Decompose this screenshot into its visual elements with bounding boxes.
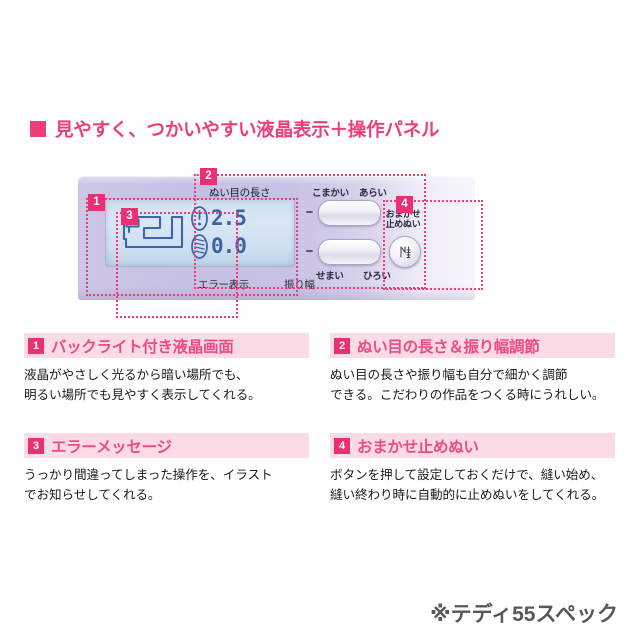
feature-body-3-line1: うっかり間違ってしまった操作を、イラスト [24, 468, 273, 482]
length-button-dash-icon [306, 211, 313, 213]
stitch-length-icon [191, 206, 208, 231]
page-heading: 見やすく、つかいやすい液晶表示＋操作パネル [30, 116, 440, 142]
feature-body-2-line1: ぬい目の長さや振り幅も自分で細かく調節 [330, 368, 568, 382]
lcd-stitch-length-readout: 2.5 [190, 205, 286, 232]
page-title: 見やすく、つかいやすい液晶表示＋操作パネル [55, 119, 440, 140]
feature-item-1: 1 バックライト付き液晶画面 液晶がやさしく光るから暗い場所でも、 明るい場所で… [24, 333, 309, 406]
lcd-stitch-width-readout: 0.0 [190, 233, 286, 260]
feature-item-3: 3 エラーメッセージ うっかり間違ってしまった操作を、イラスト でお知らせしてく… [24, 433, 309, 506]
panel-label-arai: あらい [359, 188, 387, 199]
feature-item-2: 2 ぬい目の長さ＆振り幅調節 ぬい目の長さや振り幅も自分で細かく調節 できる。こ… [330, 333, 615, 406]
feature-body-4: ボタンを押して設定しておくだけで、縫い始め、 縫い終わり時に自動的に止めぬいをし… [330, 466, 615, 506]
feature-number-4: 4 [334, 437, 350, 454]
panel-marker-2: 2 [200, 168, 217, 185]
feature-title-3: エラーメッセージ [51, 438, 172, 456]
panel-label-omakase-line2: 止めぬい [385, 219, 421, 230]
lcd-stitch-width-value: 0.0 [211, 234, 247, 258]
feature-header-1: 1 バックライト付き液晶画面 [24, 333, 309, 358]
footer-note: ※テディ55スペック [430, 603, 618, 626]
feature-header-2: 2 ぬい目の長さ＆振り幅調節 [330, 333, 615, 358]
panel-marker-4: 4 [396, 196, 413, 213]
feature-header-4: 4 おまかせ止めぬい [330, 433, 615, 458]
panel-marker-1: 1 [88, 194, 105, 211]
feature-body-1: 液晶がやさしく光るから暗い場所でも、 明るい場所でも見やすく表示してくれる。 [24, 366, 309, 406]
control-panel-body: 2.5 0.0 [78, 176, 475, 300]
feature-body-3-line2: でお知らせしてくれる。 [24, 487, 161, 502]
feature-body-2-line2: できる。こだわりの作品をつくる時にうれしい。 [330, 387, 605, 402]
panel-marker-3: 3 [121, 208, 138, 225]
feature-number-1: 1 [28, 337, 44, 354]
auto-lock-stitch-icon [399, 245, 411, 258]
panel-label-error-display: エラー表示 [198, 279, 249, 291]
panel-label-stitch-length: ぬい目の長さ [209, 187, 271, 199]
feature-body-4-line1: ボタンを押して設定しておくだけで、縫い始め、 [330, 468, 604, 482]
panel-label-stitch-width: 振り幅 [284, 279, 315, 291]
stitch-width-icon [191, 234, 208, 259]
feature-title-1: バックライト付き液晶画面 [51, 338, 234, 356]
control-panel-photo: 2.5 0.0 [78, 168, 483, 318]
panel-label-semai: せまい [316, 271, 344, 282]
panel-label-komakai: こまかい [312, 188, 349, 199]
feature-title-2: ぬい目の長さ＆振り幅調節 [357, 338, 540, 356]
auto-lock-stitch-button[interactable] [389, 236, 421, 268]
feature-header-3: 3 エラーメッセージ [24, 433, 309, 458]
feature-body-1-line2: 明るい場所でも見やすく表示してくれる。 [24, 387, 261, 402]
feature-body-4-line2: 縫い終わり時に自動的に止めぬいをしてくれる。 [330, 487, 605, 502]
feature-title-4: おまかせ止めぬい [357, 438, 479, 456]
feature-number-3: 3 [28, 437, 44, 454]
feature-body-3: うっかり間違ってしまった操作を、イラスト でお知らせしてくれる。 [24, 466, 309, 506]
feature-number-2: 2 [334, 337, 350, 354]
lcd-stitch-length-value: 2.5 [211, 206, 247, 230]
heading-bullet-icon [30, 121, 46, 137]
length-adjust-button[interactable] [318, 200, 381, 226]
panel-label-omakase: おまかせ止めぬい [379, 209, 427, 229]
panel-label-hiroi: ひろい [363, 271, 391, 282]
feature-item-4: 4 おまかせ止めぬい ボタンを押して設定しておくだけで、縫い始め、 縫い終わり時… [330, 433, 615, 506]
feature-body-1-line1: 液晶がやさしく光るから暗い場所でも、 [24, 368, 249, 382]
width-adjust-button[interactable] [318, 239, 381, 265]
width-button-dash-icon [306, 250, 313, 252]
panel-label-omakase-line1: おまかせ [385, 209, 421, 219]
feature-body-2: ぬい目の長さや振り幅も自分で細かく調節 できる。こだわりの作品をつくる時にうれし… [330, 366, 615, 406]
